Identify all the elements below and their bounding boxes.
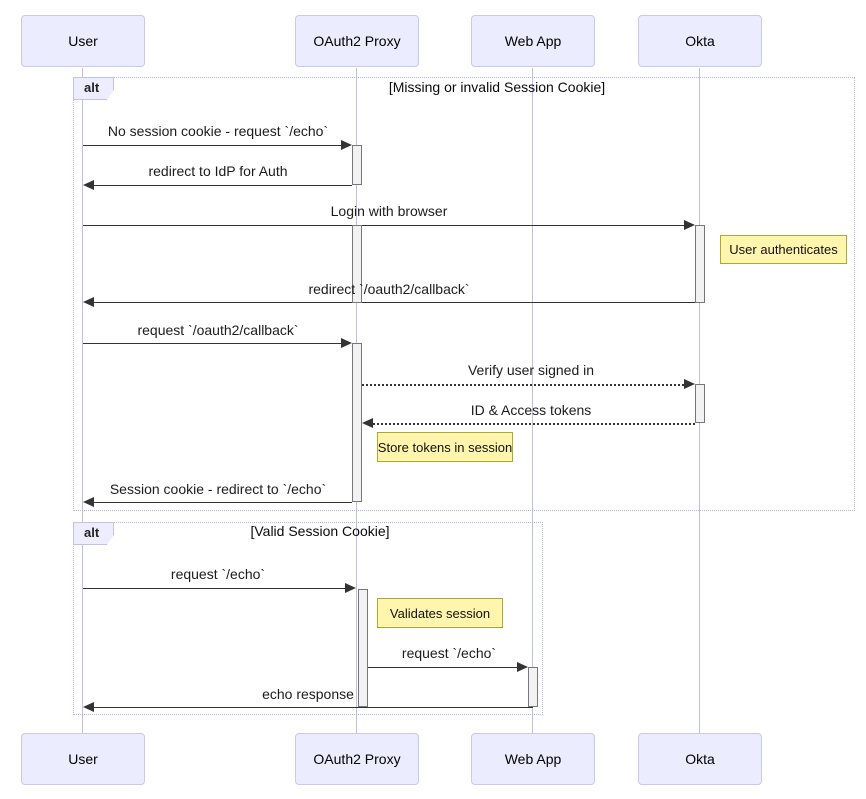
message-line — [373, 423, 695, 425]
alt-frame-2-label: alt — [73, 522, 115, 545]
note-user-authenticates: User authenticates — [720, 235, 847, 264]
participant-top-okta: Okta — [638, 15, 762, 67]
participant-bottom-web-app: Web App — [471, 733, 595, 785]
arrowhead-left-icon — [83, 297, 94, 307]
activation-oauth2-proxy — [352, 225, 362, 303]
participant-bottom-oauth2-proxy: OAuth2 Proxy — [295, 733, 419, 785]
participant-top-web-app: Web App — [471, 15, 595, 67]
message-label: request `/echo` — [401, 645, 497, 661]
message-label: redirect to IdP for Auth — [148, 163, 288, 179]
message-line — [83, 588, 345, 589]
message-line — [362, 384, 684, 386]
arrowhead-right-icon — [684, 379, 695, 389]
message-line — [83, 145, 341, 146]
message-label: request `/echo` — [170, 566, 266, 582]
message-line — [94, 502, 352, 503]
alt-frame-2-condition: [Valid Session Cookie] — [250, 523, 390, 539]
lifeline-web-app — [532, 68, 533, 733]
alt-frame-1 — [73, 77, 855, 511]
message-line — [83, 343, 341, 344]
participant-top-user: User — [21, 15, 145, 67]
arrowhead-left-icon — [83, 702, 94, 712]
message-label: Login with browser — [330, 203, 448, 219]
activation-oauth2-proxy — [352, 145, 362, 185]
arrowhead-left-icon — [362, 418, 373, 428]
note-store-tokens: Store tokens in session — [377, 432, 513, 462]
lifeline-user — [82, 68, 83, 733]
message-label: No session cookie - request `/echo` — [107, 123, 329, 139]
activation-okta — [695, 384, 705, 423]
activation-oauth2-proxy — [352, 343, 362, 502]
message-label: redirect `/oauth2/callback` — [308, 281, 470, 297]
message-line — [83, 225, 684, 226]
alt-frame-1-condition: [Missing or invalid Session Cookie] — [388, 79, 606, 95]
participant-bottom-user: User — [21, 733, 145, 785]
participant-top-oauth2-proxy: OAuth2 Proxy — [295, 15, 419, 67]
arrowhead-right-icon — [517, 662, 528, 672]
participant-bottom-okta: Okta — [638, 733, 762, 785]
message-line — [94, 707, 533, 708]
arrowhead-left-icon — [83, 180, 94, 190]
arrowhead-right-icon — [341, 338, 352, 348]
arrowhead-right-icon — [341, 140, 352, 150]
message-label: Verify user signed in — [467, 362, 595, 378]
activation-web-app — [528, 667, 538, 707]
arrowhead-left-icon — [83, 497, 94, 507]
message-label: ID & Access tokens — [470, 402, 592, 418]
message-line — [94, 302, 695, 303]
activation-oauth2-proxy — [358, 589, 368, 707]
message-line — [368, 667, 517, 668]
alt-frame-2 — [73, 522, 543, 715]
message-label: request `/oauth2/callback` — [137, 322, 299, 338]
message-label: echo response — [262, 686, 354, 702]
alt-frame-1-label: alt — [73, 77, 115, 100]
note-validates-session: Validates session — [377, 598, 503, 628]
message-line — [94, 185, 352, 186]
arrowhead-right-icon — [684, 220, 695, 230]
message-label: Session cookie - redirect to `/echo` — [109, 481, 327, 497]
activation-okta — [695, 225, 705, 303]
arrowhead-right-icon — [345, 583, 356, 593]
